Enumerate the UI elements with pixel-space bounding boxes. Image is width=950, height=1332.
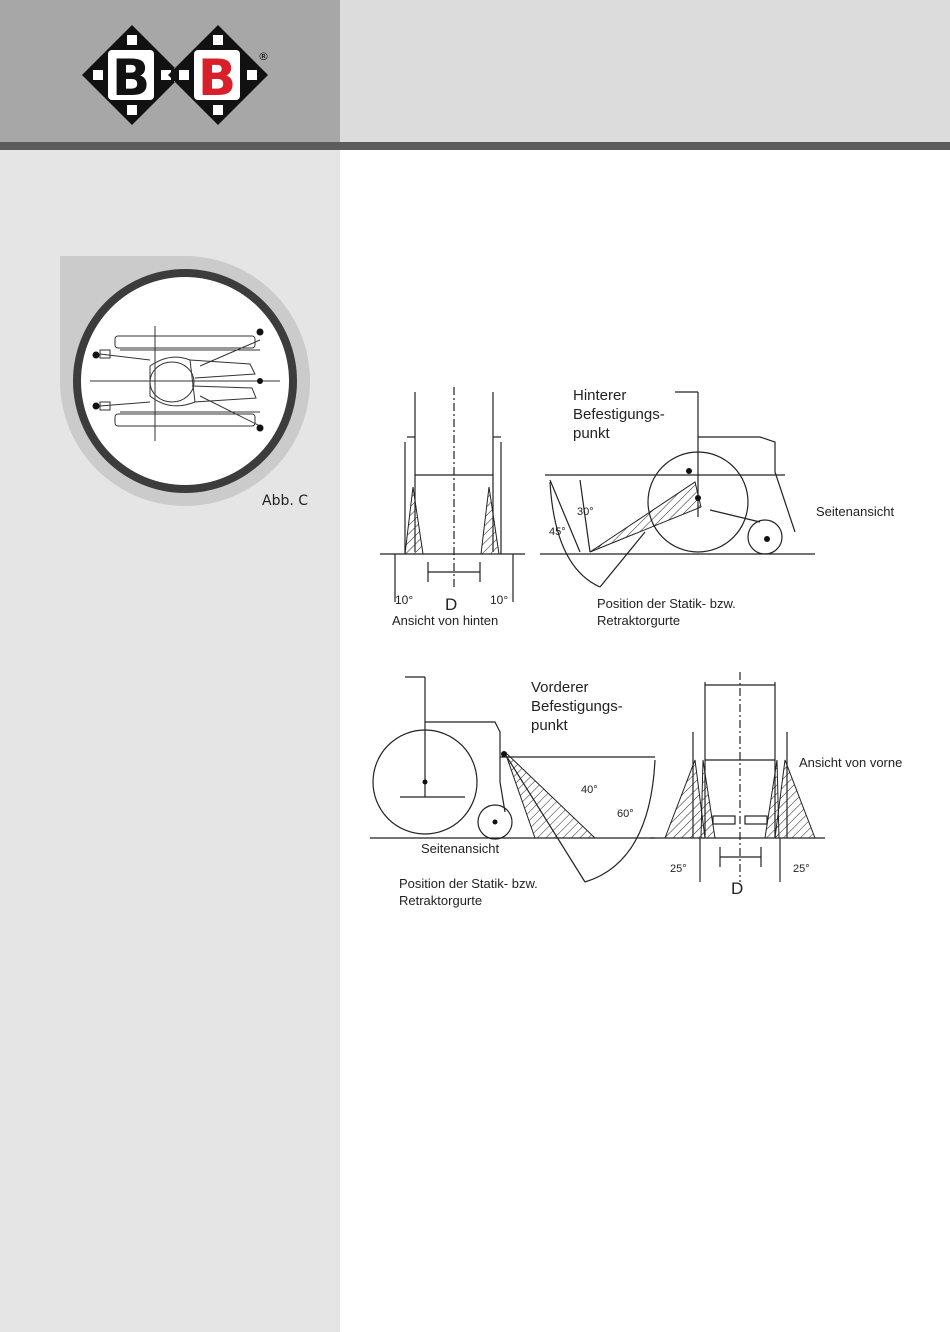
logo-letter-left: B: [112, 49, 150, 107]
rear-side-angle-a: 30°: [577, 506, 594, 518]
front-side-angle-b: 60°: [617, 808, 634, 820]
header-right-panel: [340, 0, 950, 142]
front-strap-label-line2: Retraktorgurte: [399, 893, 482, 908]
front-view-distance: D: [731, 879, 743, 898]
rear-view-distance: D: [445, 595, 457, 614]
front-view-angle-right: 25°: [793, 863, 810, 875]
front-anchor-label-line2: Befestigungs-: [531, 698, 623, 715]
front-view-drawing: [650, 672, 825, 882]
rear-side-angle-b: 45°: [549, 526, 566, 538]
front-view-title: Ansicht von vorne: [799, 755, 902, 770]
front-side-view-title: Seitenansicht: [421, 841, 499, 856]
rear-view-angle-left: 10°: [395, 593, 413, 607]
rear-anchor-label-line3: punkt: [573, 425, 611, 442]
figure-caption: Abb. C: [262, 493, 308, 509]
logo-letter-right: B: [198, 49, 236, 107]
rear-view-drawing: [380, 387, 525, 602]
tie-down-diagram: 10° 10° D Ansicht von hinten Hinterer Be…: [365, 382, 925, 927]
logo-registered-mark: ®: [258, 50, 269, 63]
rear-anchor-label-line1: Hinterer: [573, 387, 626, 404]
rear-strap-label-line1: Position der Statik- bzw.: [597, 596, 736, 611]
rear-strap-label-line2: Retraktorgurte: [597, 613, 680, 628]
front-anchor-label-line1: Vorderer: [531, 679, 589, 696]
brand-logo: B + B ®: [80, 22, 270, 128]
front-view-angle-left: 25°: [670, 863, 687, 875]
front-strap-label-line1: Position der Statik- bzw.: [399, 876, 538, 891]
front-anchor-label-line3: punkt: [531, 717, 569, 734]
rear-anchor-label-line2: Befestigungs-: [573, 406, 665, 423]
header-divider-bar: [0, 142, 950, 150]
logo-diamond-right: B: [168, 25, 268, 125]
front-side-angle-a: 40°: [581, 784, 598, 796]
rear-view-angle-right: 10°: [490, 593, 508, 607]
figure-c-top-view: [60, 256, 310, 506]
rear-view-title: Ansicht von hinten: [392, 613, 498, 628]
rear-side-view-title: Seitenansicht: [816, 504, 894, 519]
